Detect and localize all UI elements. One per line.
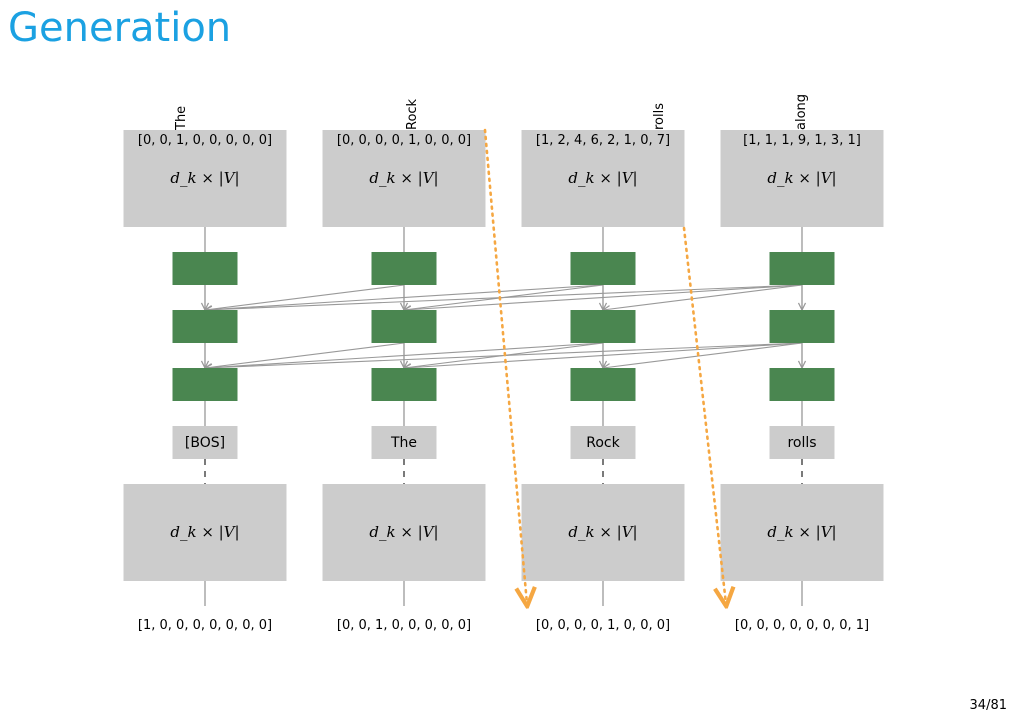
- transformer-layer-block: [570, 252, 636, 285]
- attention-arrow: [603, 284, 803, 310]
- input-token-box: [371, 426, 437, 459]
- input-vector: [0, 0, 1, 0, 0, 0, 0, 0]: [337, 618, 471, 633]
- matrix-label: d_k × |V|: [170, 523, 239, 541]
- input-token-label: rolls: [787, 435, 816, 451]
- transformer-layer-block: [371, 368, 437, 401]
- transformer-layer-block: [172, 368, 238, 401]
- transformer-layer-block: [172, 310, 238, 343]
- output-vector: [0, 0, 1, 0, 0, 0, 0, 0]: [138, 133, 272, 148]
- matrix-label: d_k × |V|: [369, 523, 438, 541]
- input-vector: [1, 0, 0, 0, 0, 0, 0, 0]: [138, 618, 272, 633]
- output-matrix-box: [521, 130, 685, 227]
- transformer-layer-block: [769, 252, 835, 285]
- input-token-label: The: [390, 435, 417, 451]
- input-token-box: [769, 426, 835, 459]
- attention-arrow: [205, 342, 604, 368]
- attention-arrow: [404, 342, 803, 368]
- input-token-box: [172, 426, 238, 459]
- matrix-label: d_k × |V|: [369, 169, 438, 187]
- transformer-layer-block: [172, 252, 238, 285]
- matrix-label: d_k × |V|: [170, 169, 239, 187]
- input-matrix-box: [123, 484, 287, 581]
- transformer-layer-block: [769, 368, 835, 401]
- output-matrix-box: [720, 130, 884, 227]
- transformer-layer-block: [570, 368, 636, 401]
- matrix-label: d_k × |V|: [568, 523, 637, 541]
- input-matrix-box: [322, 484, 486, 581]
- transformer-layer-block: [769, 310, 835, 343]
- attention-arrow: [404, 284, 803, 310]
- generated-word: along: [794, 94, 809, 130]
- feedback-arrow: [682, 226, 726, 604]
- page-title: Generation: [8, 5, 232, 51]
- generated-word: rolls: [652, 103, 667, 130]
- input-matrix-box: [720, 484, 884, 581]
- input-token-box: [570, 426, 636, 459]
- attention-arrow: [205, 342, 405, 368]
- input-token-label: Rock: [586, 435, 620, 451]
- matrix-label: d_k × |V|: [767, 523, 836, 541]
- transformer-layer-block: [371, 252, 437, 285]
- page-number: 34/81: [969, 698, 1007, 713]
- generated-word: The: [174, 106, 189, 131]
- output-vector: [1, 1, 1, 9, 1, 3, 1]: [743, 133, 861, 148]
- output-vector: [1, 2, 4, 6, 2, 1, 0, 7]: [536, 133, 670, 148]
- attention-arrow: [205, 284, 405, 310]
- attention-arrow: [205, 342, 803, 368]
- attention-arrow: [205, 284, 604, 310]
- input-vector: [0, 0, 0, 0, 0, 0, 0, 1]: [735, 618, 869, 633]
- transformer-layer-block: [570, 310, 636, 343]
- matrix-label: d_k × |V|: [767, 169, 836, 187]
- generated-word: Rock: [405, 98, 420, 130]
- input-token-label: [BOS]: [185, 435, 225, 451]
- output-vector: [0, 0, 0, 0, 1, 0, 0, 0]: [337, 133, 471, 148]
- input-vector: [0, 0, 0, 0, 1, 0, 0, 0]: [536, 618, 670, 633]
- output-matrix-box: [123, 130, 287, 227]
- input-matrix-box: [521, 484, 685, 581]
- feedback-arrow: [483, 128, 527, 604]
- matrix-label: d_k × |V|: [568, 169, 637, 187]
- transformer-layer-block: [371, 310, 437, 343]
- attention-arrow: [603, 342, 803, 368]
- attention-arrow: [205, 284, 803, 310]
- output-matrix-box: [322, 130, 486, 227]
